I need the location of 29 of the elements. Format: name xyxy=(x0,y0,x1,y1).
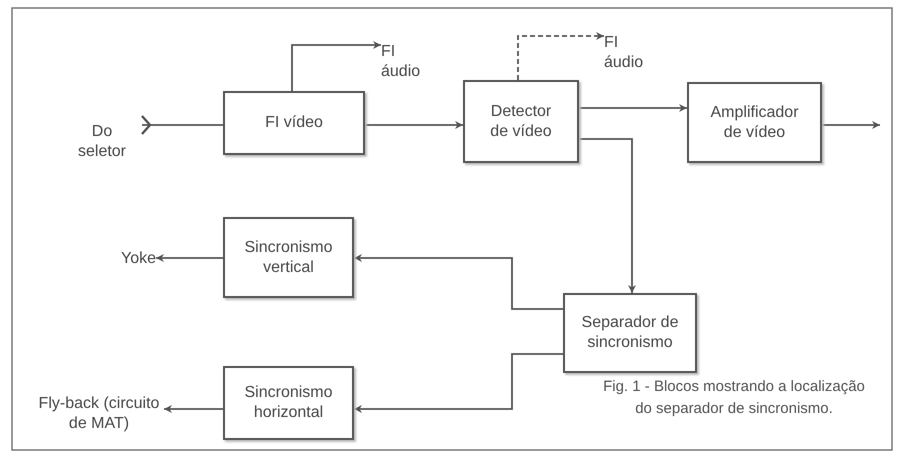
process-box xyxy=(223,217,354,298)
arrow xyxy=(156,254,223,262)
process-box xyxy=(687,82,822,163)
process-box xyxy=(223,91,365,155)
arrow xyxy=(354,254,563,310)
signal-label: FI áudio xyxy=(381,42,422,82)
arrow xyxy=(354,353,563,413)
block-label: Separador de sincronismo xyxy=(581,313,679,353)
arrow xyxy=(822,121,880,129)
signal-label: Do seletor xyxy=(76,122,128,162)
block-label: Amplificador de vídeo xyxy=(709,102,800,142)
block-label: Sincronismo vertical xyxy=(243,238,334,278)
arrow xyxy=(164,405,223,413)
signal-label: Yoke xyxy=(121,249,156,269)
arrow xyxy=(140,114,223,136)
arrow xyxy=(579,138,636,293)
block-label: FI vídeo xyxy=(265,113,323,133)
signal-label: FI áudio xyxy=(604,33,644,73)
process-box xyxy=(563,293,697,373)
process-box xyxy=(223,366,354,440)
process-box xyxy=(463,80,579,163)
arrow xyxy=(579,104,687,112)
figure-caption: Fig. 1 - Blocos mostrando a localização do separador de sincronismo. xyxy=(602,377,866,419)
signal-label: Fly-back (circuito de MAT) xyxy=(38,394,160,434)
block-label: Detector de vídeo xyxy=(489,102,553,142)
dashed-arrow xyxy=(517,32,604,80)
arrow xyxy=(365,121,463,129)
block-label: Sincronismo horizontal xyxy=(243,383,334,423)
arrow xyxy=(291,41,381,91)
